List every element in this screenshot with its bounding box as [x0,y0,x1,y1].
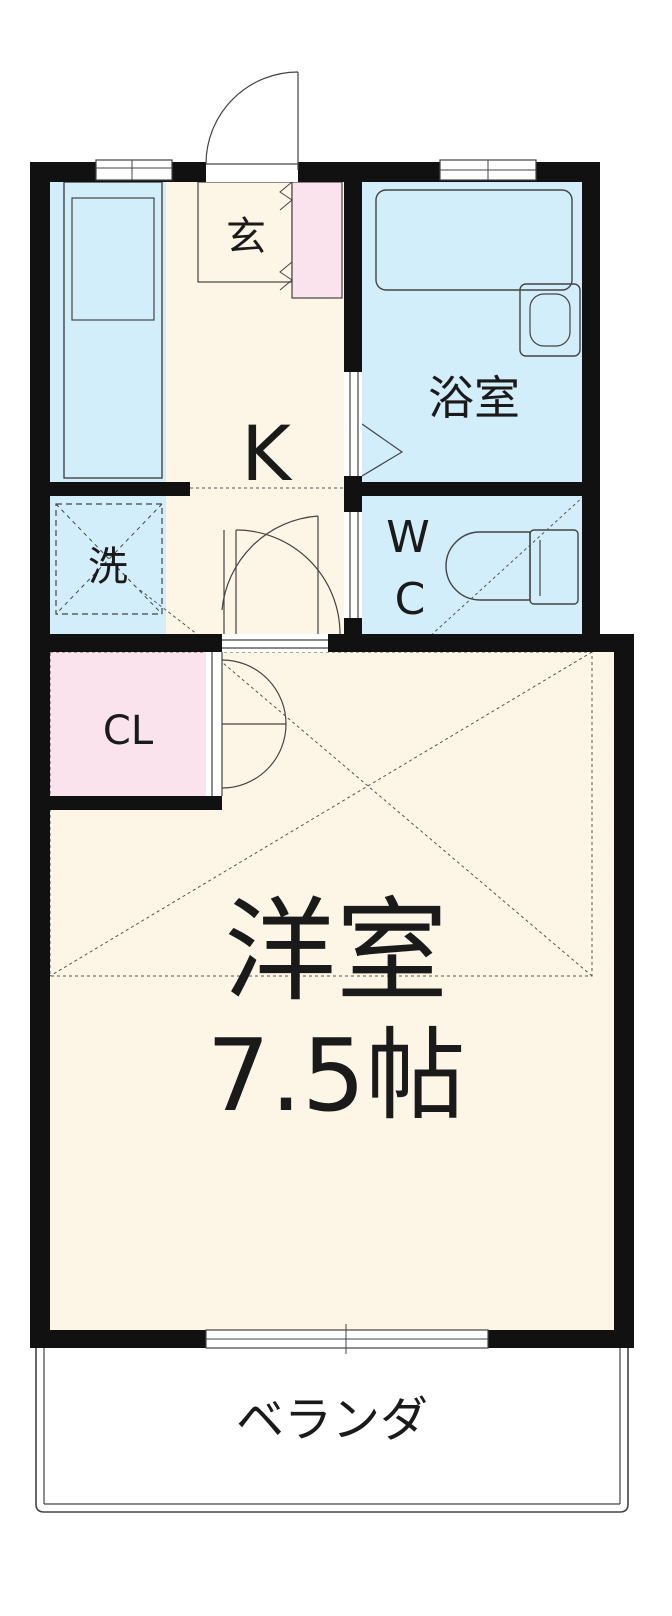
washer-diag-2 [55,503,163,615]
bath-label: 浴室 [428,371,520,425]
bathtub [375,189,573,291]
western-room-label: 洋室 [224,887,448,1017]
genkan-label: 玄 [226,214,266,260]
laundry-floor [48,496,166,634]
windows [95,159,537,1354]
doors [205,71,362,796]
kitchen-sink [71,197,155,321]
wc-label-w: W [386,512,430,563]
closet-label: CL [103,708,154,754]
balcony-outline [35,1348,629,1513]
kitchen-label: K [241,409,293,498]
wc-label-c: C [395,574,426,625]
washer-pan [55,503,163,615]
western-room-size: 7.5帖 [206,1017,465,1134]
entry-floor [197,181,293,283]
bath-floor [362,176,584,482]
wc-floor [362,496,584,638]
entry-step-line-2 [279,261,293,291]
bath-door-swing [361,423,404,477]
washer-diag-1 [55,503,163,615]
wc-diag [427,495,585,639]
closet-floor [48,650,210,796]
entry-step-line [279,181,293,211]
shoe-box [291,181,343,299]
balcony-label: ベランダ [236,1392,428,1448]
laundry-label: 洗 [88,544,128,590]
fridge-space [48,176,166,482]
toilet-bowl [445,531,531,601]
wash-basin-bowl [529,293,571,347]
wash-basin [519,283,581,357]
